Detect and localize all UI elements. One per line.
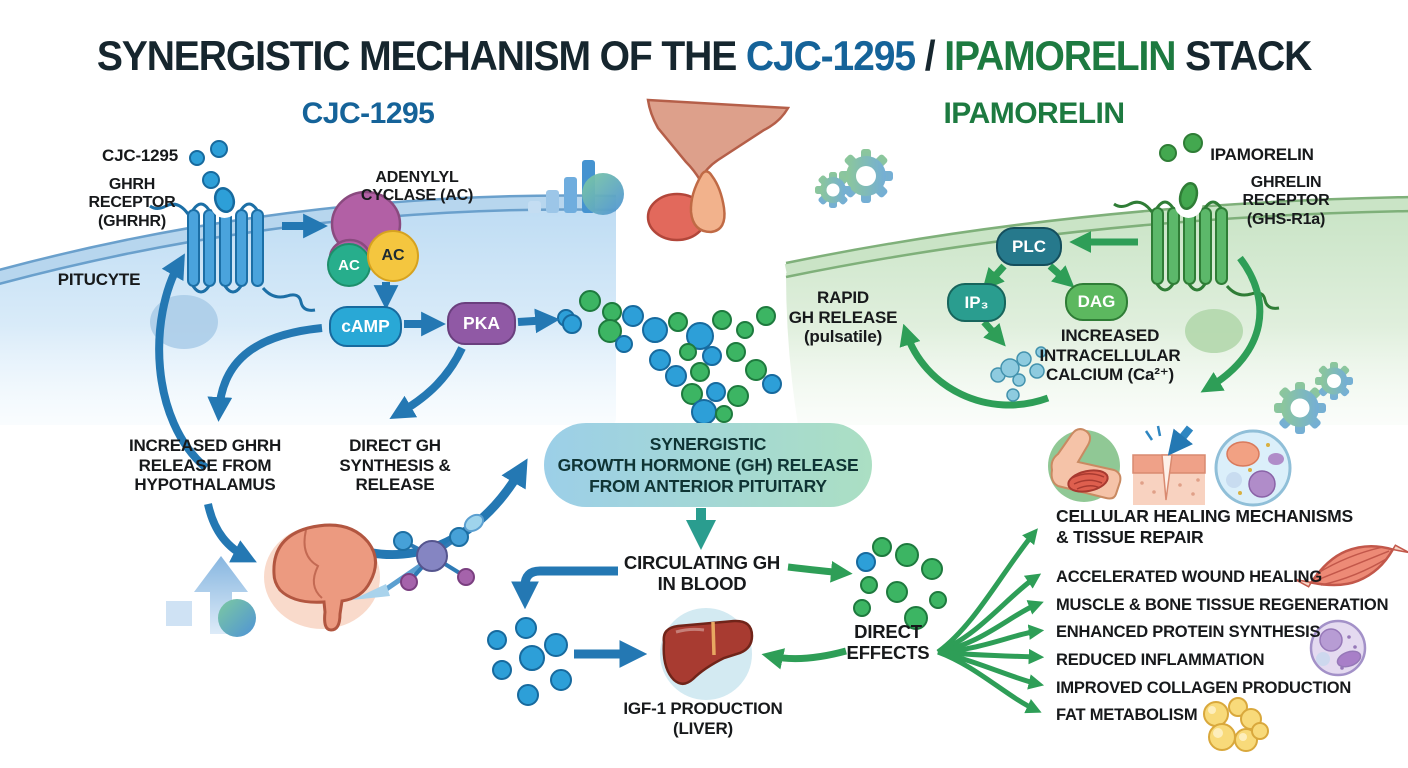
effect-item-healing: CELLULAR HEALING MECHANISMS & TISSUE REP… <box>1056 506 1353 547</box>
arrow-brain-to-synergy <box>356 458 528 560</box>
ghrelin-receptor-icon <box>1113 182 1280 310</box>
ipamorelin-ligand-label: IPAMORELIN <box>1210 145 1314 164</box>
increased-ghrh-label: INCREASED GHRH RELEASE FROM HYPOTHALAMUS <box>128 436 282 495</box>
right-pathway-arrows <box>899 231 1264 409</box>
direct-effects-label: DIRECT EFFECTS <box>846 621 930 664</box>
liver-icon <box>660 608 754 700</box>
effect-item-muscle-bone: MUSCLE & BONE TISSUE REGENERATION <box>1056 596 1389 614</box>
ipamorelin-section-header: IPAMORELIN <box>943 97 1125 130</box>
arrow-effects-to-liver <box>761 647 847 670</box>
ghrh-receptor-icon <box>149 187 316 312</box>
fat-cell-icon <box>1203 697 1269 752</box>
pka-node: PKA <box>447 302 516 345</box>
muscle-arm-icon <box>1048 428 1122 502</box>
title-part: SYNERGISTIC MECHANISM OF THE <box>96 32 746 79</box>
blood-gh-dots <box>487 617 572 706</box>
muscle-fiber-icon <box>1294 544 1408 588</box>
effect-item-wound: ACCELERATED WOUND HEALING <box>1056 568 1323 586</box>
calcium-ions-icon <box>990 346 1047 402</box>
arrow-circulating-to-gh-dots <box>787 561 853 583</box>
igf1-production-label: IGF-1 PRODUCTION (LIVER) <box>623 699 783 738</box>
ipamorelin-ligand-dots <box>1159 133 1203 162</box>
arrow-calcium-to-rapid-release <box>899 323 1050 409</box>
ip3-node: IP₃ <box>947 283 1006 322</box>
arrow-ip3-to-calcium <box>981 319 1006 347</box>
cjc-ligand-icon <box>213 187 236 213</box>
arrow-circulating-to-blood-dots <box>511 566 618 610</box>
rapid-gh-release-label: RAPID GH RELEASE (pulsatile) <box>788 288 898 347</box>
gh-molecule-icon <box>352 513 485 600</box>
page-title: SYNERGISTIC MECHANISM OF THE CJC-1295 / … <box>49 32 1358 80</box>
ipamorelin-ligand-icon <box>1178 182 1199 210</box>
gears-icon-2 <box>1274 362 1353 434</box>
pituitary-gland-icon <box>646 98 791 242</box>
direct-gh-synthesis-label: DIRECT GH SYNTHESIS & RELEASE <box>339 436 451 495</box>
immune-cell-icon <box>1309 619 1367 677</box>
left-pathway-arrows <box>155 213 560 563</box>
cjc-ligand-dots <box>189 140 228 189</box>
title-part: STACK <box>1175 32 1312 79</box>
ghrelin-receptor-label: GHRELIN RECEPTOR (GHS-R1a) <box>1242 174 1330 228</box>
pitucyte-label: PITUCYTE <box>57 270 141 289</box>
arrow-plc-to-ip3 <box>982 263 1007 291</box>
arrow-plc-to-dag <box>1047 263 1075 288</box>
skin-wound-icon <box>1132 425 1206 505</box>
camp-node: cAMP <box>329 306 402 347</box>
ac-badge-green: AC <box>327 243 371 287</box>
arrow-camp-to-hypothalamus <box>207 324 323 422</box>
calcium-label: INCREASED INTRACELLULAR CALCIUM (Ca²⁺) <box>1039 326 1181 385</box>
effect-item-protein: ENHANCED PROTEIN SYNTHESIS <box>1056 623 1321 641</box>
growth-up-arrow-icon <box>166 556 256 637</box>
gears-icon <box>815 149 893 208</box>
gh-molecules-cluster <box>557 290 782 425</box>
synergy-box: SYNERGISTIC GROWTH HORMONE (GH) RELEASE … <box>544 423 872 507</box>
direct-effects-gh-dots <box>853 537 947 630</box>
effect-item-fat: FAT METABOLISM <box>1056 706 1198 724</box>
effects-fan-arrows <box>936 528 1045 714</box>
cjc-section-header: CJC-1295 <box>301 97 435 130</box>
title-drug2: IPAMORELIN <box>944 32 1176 79</box>
center-flow-arrows <box>511 508 853 670</box>
cjc-ligand-label: CJC-1295 <box>102 146 178 165</box>
bar-chart-icon <box>528 160 624 215</box>
hypothalamus-brain-icon <box>264 523 380 632</box>
arrow-feedback-to-receptor <box>155 253 209 472</box>
adenylyl-cyclase-label: ADENYLYL CYCLASE (AC) <box>360 169 474 205</box>
ghrh-receptor-label: GHRH RECEPTOR (GHRHR) <box>88 176 176 230</box>
arrow-pka-to-gh <box>517 308 560 334</box>
right-nucleus-icon <box>1185 309 1243 353</box>
effect-item-inflammation: REDUCED INFLAMMATION <box>1056 651 1265 669</box>
plc-node: PLC <box>996 227 1062 266</box>
dag-node: DAG <box>1065 283 1128 321</box>
title-drug1: CJC-1295 <box>745 32 916 79</box>
effect-item-collagen: IMPROVED COLLAGEN PRODUCTION <box>1056 679 1352 697</box>
title-part: / <box>914 32 945 79</box>
cell-icon <box>1214 429 1292 507</box>
ac-badge-yellow: AC <box>367 230 419 282</box>
circulating-gh-label: CIRCULATING GH IN BLOOD <box>623 552 781 595</box>
arrow-label-to-brain <box>204 503 257 563</box>
arrow-pka-to-synthesis <box>389 346 466 419</box>
arrow-receptor-to-calcium <box>1200 255 1264 393</box>
